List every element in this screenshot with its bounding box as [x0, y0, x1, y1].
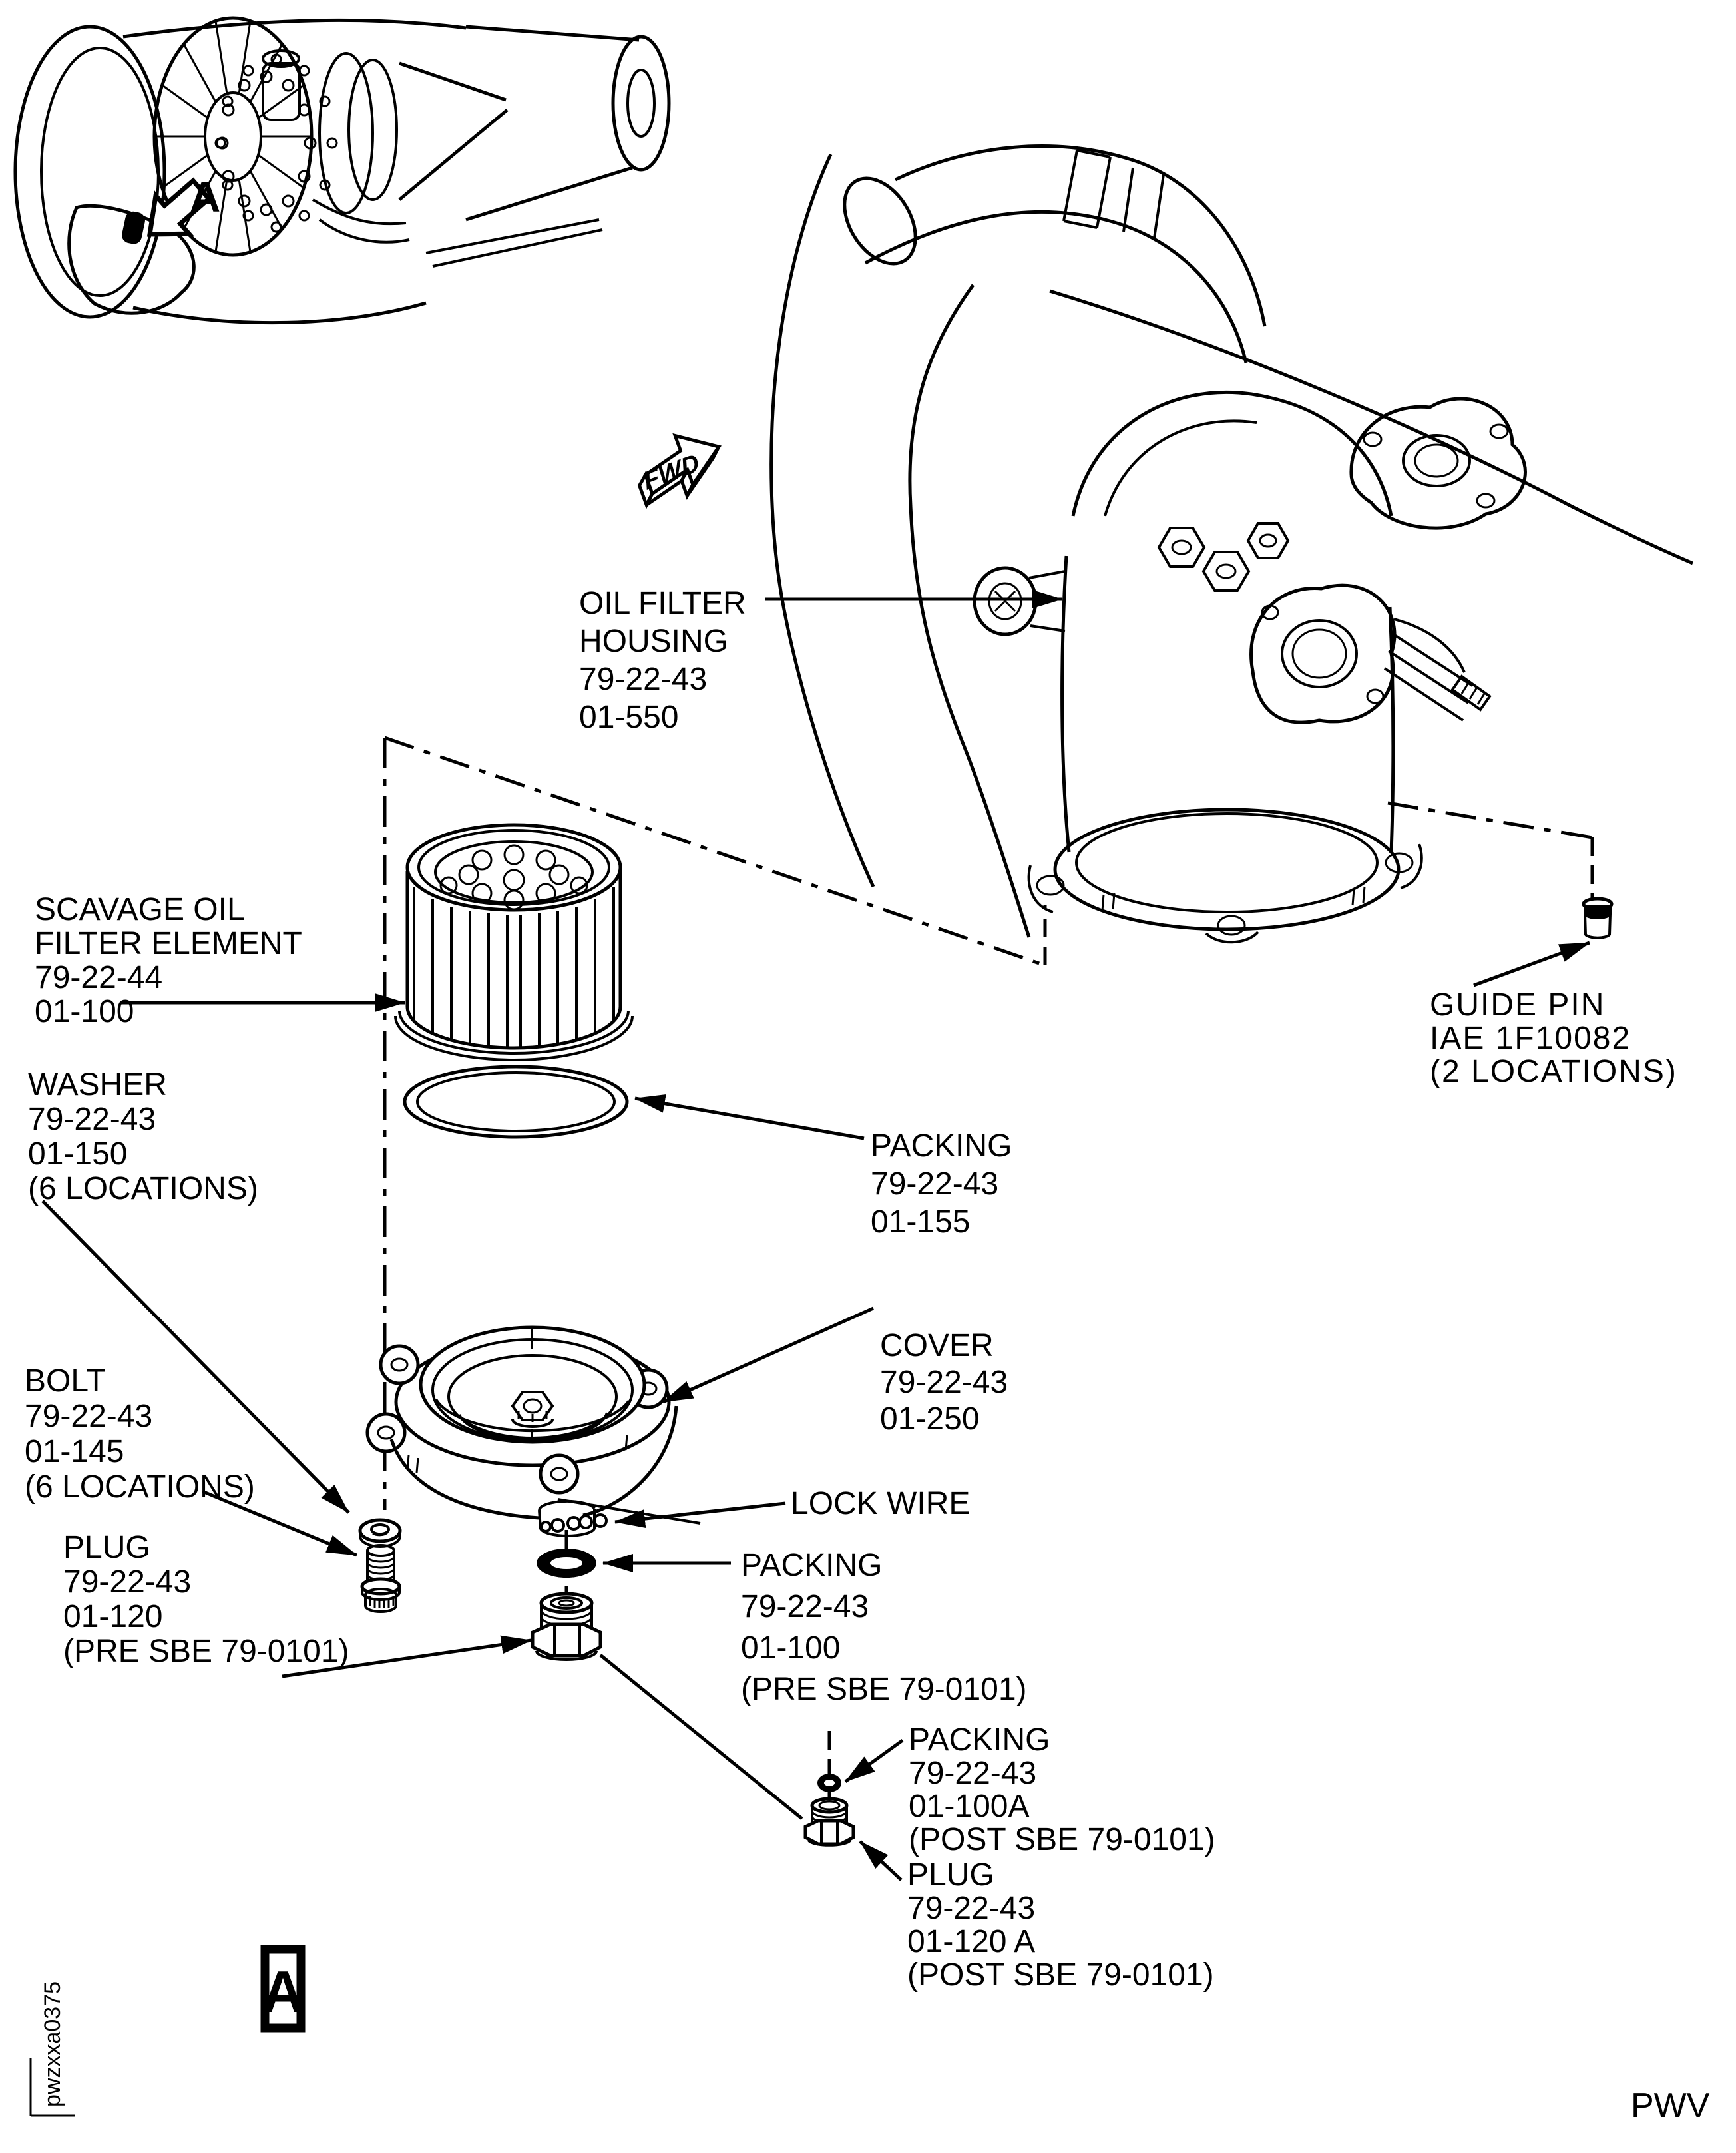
detail-boundary: [383, 736, 1594, 1510]
label-washer: WASHER 79-22-43 01-150 (6 LOCATIONS): [28, 1067, 258, 1206]
label-packing-100a-post: PACKING 79-22-43 01-100A (POST SBE 79-01…: [909, 1722, 1215, 1857]
label-line: 79-22-43: [741, 1589, 869, 1624]
label-line: IAE 1F10082: [1430, 1021, 1631, 1056]
leader-guide-pin: [1473, 941, 1590, 987]
label-line: GUIDE PIN: [1430, 987, 1605, 1023]
oil-filter-housing-illustration: [843, 144, 1527, 944]
label-oil-filter-housing: OIL FILTER HOUSING 79-22-43 01-550: [579, 586, 746, 735]
label-line: 01-100: [741, 1630, 840, 1666]
label-line: (PRE SBE 79-0101): [741, 1672, 1027, 1707]
label-line: 01-550: [579, 700, 678, 735]
packing-100a-post-graphic: [817, 1774, 841, 1792]
label-line: 79-22-44: [35, 960, 162, 995]
label-line: 01-120 A: [907, 1924, 1035, 1959]
label-line: (POST SBE 79-0101): [907, 1957, 1214, 1993]
leader-lock-wire: [614, 1501, 786, 1529]
leader-packing-155: [634, 1094, 865, 1140]
leader-plug-pre: [282, 1635, 532, 1678]
label-guide-pin: GUIDE PIN IAE 1F10082 (2 LOCATIONS): [1430, 987, 1677, 1089]
filter-element-graphic: [394, 823, 634, 1061]
cover-graphic: [365, 1325, 701, 1537]
guide-pin-graphic: [1582, 897, 1614, 939]
label-plug-pre: PLUG 79-22-43 01-120 (PRE SBE 79-0101): [63, 1530, 349, 1669]
leader-packing-100a-post: [844, 1738, 904, 1784]
engine-overview-illustration: A: [13, 16, 671, 325]
detail-location-mark: [122, 211, 145, 244]
label-cover: COVER 79-22-43 01-250: [880, 1328, 1008, 1437]
bolt-graphic: [360, 1544, 401, 1613]
detail-a-arrow-icon: [146, 177, 212, 237]
leader-lines: [41, 590, 1590, 1881]
label-line: (POST SBE 79-0101): [909, 1822, 1215, 1857]
label-line: 79-22-43: [28, 1102, 156, 1137]
figure-code-text: pwzxxa0375: [40, 1981, 65, 2107]
packing-100-pre-graphic: [537, 1549, 596, 1578]
leader-bolt: [202, 1489, 357, 1557]
washer-graphic: [358, 1518, 402, 1548]
plug-post-graphic: [803, 1797, 855, 1847]
label-line: 01-150: [28, 1136, 127, 1172]
cover-flange-ears: [365, 1344, 669, 1495]
packing-155-graphic: [403, 1065, 629, 1139]
label-line: (2 LOCATIONS): [1430, 1054, 1677, 1089]
label-line: 01-250: [880, 1401, 979, 1437]
leader-cover: [662, 1306, 875, 1404]
label-line: (PRE SBE 79-0101): [63, 1634, 349, 1669]
engine-detail-callout: A: [190, 173, 220, 221]
label-line: (6 LOCATIONS): [25, 1469, 255, 1505]
label-bolt: BOLT 79-22-43 01-145 (6 LOCATIONS): [25, 1363, 255, 1505]
label-scavage-oil-filter-element: SCAVAGE OIL FILTER ELEMENT 79-22-44 01-1…: [35, 892, 302, 1029]
label-line: OIL FILTER: [579, 586, 746, 621]
label-line: PLUG: [63, 1530, 150, 1565]
label-line: SCAVAGE OIL: [35, 892, 245, 927]
figure-code: pwzxxa0375: [29, 1981, 75, 2117]
label-line: 79-22-43: [25, 1399, 152, 1434]
label-line: 79-22-43: [880, 1365, 1008, 1400]
detail-a-marker: A: [260, 1945, 306, 2033]
label-line: PACKING: [871, 1128, 1012, 1164]
label-line: PLUG: [907, 1857, 994, 1893]
label-line: COVER: [880, 1328, 994, 1363]
label-line: 79-22-43: [579, 662, 707, 697]
label-line: 01-100: [35, 994, 134, 1029]
label-line: FILTER ELEMENT: [35, 926, 302, 961]
leader-plug-post: [859, 1840, 903, 1881]
label-lock-wire: LOCK WIRE: [791, 1486, 970, 1521]
detail-marker-letter: A: [262, 1959, 304, 2025]
label-line: PACKING: [909, 1722, 1050, 1758]
label-line: BOLT: [25, 1363, 106, 1399]
label-line: 79-22-43: [63, 1564, 191, 1600]
label-line: 79-22-43: [907, 1891, 1035, 1926]
label-line: 01-145: [25, 1434, 124, 1469]
label-line: LOCK WIRE: [791, 1486, 970, 1521]
filter-top-holes: [439, 844, 588, 911]
label-line: 01-155: [871, 1204, 970, 1240]
label-packing-155: PACKING 79-22-43 01-155: [871, 1128, 1012, 1240]
label-line: HOUSING: [579, 624, 728, 659]
label-line: (6 LOCATIONS): [28, 1171, 258, 1206]
label-packing-100-pre: PACKING 79-22-43 01-100 (PRE SBE 79-0101…: [741, 1548, 1027, 1707]
label-line: 79-22-43: [909, 1756, 1036, 1791]
plug-pre-graphic: [531, 1592, 602, 1661]
label-line: 79-22-43: [871, 1166, 998, 1202]
label-line: WASHER: [28, 1067, 167, 1102]
label-line: 01-100A: [909, 1789, 1029, 1824]
cowl-contours: [769, 153, 1693, 938]
page-code-text: PWV: [1631, 2086, 1710, 2125]
label-line: 01-120: [63, 1599, 162, 1634]
fwd-arrow-icon: FWD: [637, 433, 722, 509]
leader-pre-to-post: [599, 1654, 803, 1820]
label-line: PACKING: [741, 1548, 882, 1583]
leader-washer: [41, 1200, 350, 1514]
label-plug-post: PLUG 79-22-43 01-120 A (POST SBE 79-0101…: [907, 1857, 1214, 1993]
